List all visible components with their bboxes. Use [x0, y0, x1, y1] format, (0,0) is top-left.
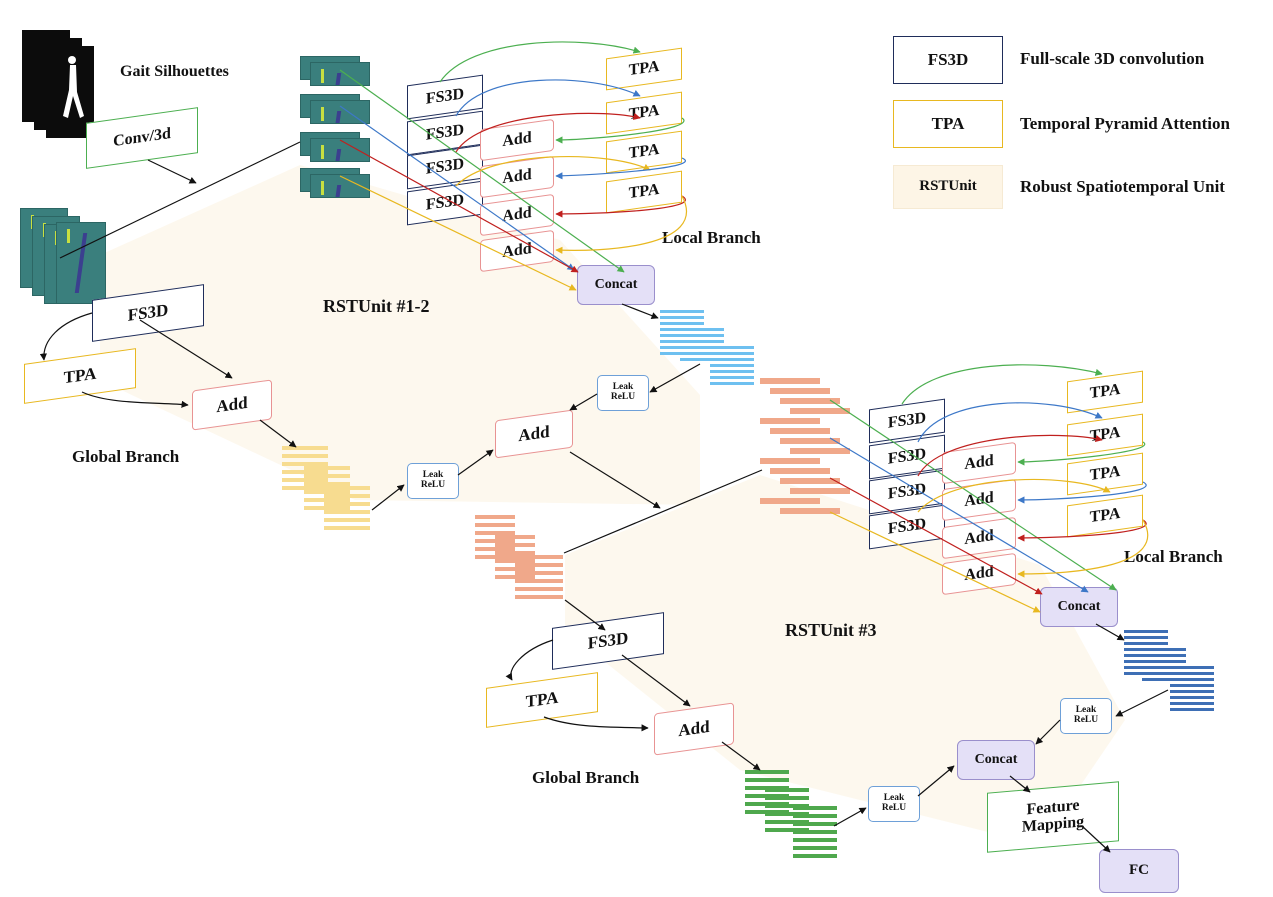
- legend-tpa-box: TPA: [893, 100, 1003, 148]
- tpa-block: TPA: [1067, 452, 1143, 496]
- fs3d-block: FS3D: [92, 284, 204, 342]
- tpa-block: TPA: [1067, 494, 1143, 538]
- fc-block: FC: [1099, 849, 1179, 893]
- global-branch-label: Global Branch: [72, 447, 180, 466]
- add-block: Add: [480, 155, 554, 199]
- tpa-block: TPA: [606, 170, 682, 214]
- concat-block: Concat: [1040, 587, 1118, 627]
- local-output-feature-1: [660, 310, 754, 385]
- tpa-block: TPA: [606, 91, 682, 135]
- leak-line: Leak: [883, 793, 905, 804]
- gait-silhouettes-label: Gait Silhouettes: [120, 63, 229, 80]
- rst3-local-input-feature: [760, 378, 850, 514]
- legend-fs3d-box: FS3D: [893, 36, 1003, 84]
- leak-line: Leak: [612, 382, 634, 393]
- walking-figure-icon: [63, 56, 84, 118]
- input-feature-map: [56, 222, 106, 304]
- concat-block: Concat: [577, 265, 655, 305]
- tpa-block: TPA: [1067, 370, 1143, 414]
- tpa-block: TPA: [24, 348, 136, 404]
- legend-tpa-desc: Temporal Pyramid Attention: [1020, 114, 1230, 133]
- local-branch-label: Local Branch: [662, 228, 761, 247]
- tpa-block: TPA: [1067, 413, 1143, 457]
- local-feature-map: [310, 174, 370, 198]
- add-block: Add: [654, 702, 734, 756]
- add-block: Add: [480, 193, 554, 237]
- add-block: Add: [192, 379, 272, 431]
- leaky-relu-block: Leak ReLU: [1060, 698, 1112, 734]
- local-branch-label: Local Branch: [1124, 547, 1223, 566]
- legend-fs3d-desc: Full-scale 3D convolution: [1020, 49, 1205, 68]
- rstunit-12-label: RSTUnit #1-2: [323, 296, 430, 316]
- add-block: Add: [480, 229, 554, 273]
- leaky-relu-block: Leak ReLU: [597, 375, 649, 411]
- tpa-block: TPA: [606, 47, 682, 91]
- add-block: Add: [942, 441, 1016, 485]
- final-concat-block: Concat: [957, 740, 1035, 780]
- rstunit-3-label: RSTUnit #3: [785, 620, 877, 640]
- add-block: Add: [942, 516, 1016, 560]
- local-feature-map: [310, 138, 370, 162]
- relu-line: ReLU: [610, 392, 636, 402]
- global-output-feature-1: [282, 446, 370, 530]
- relu-line: ReLU: [420, 480, 446, 490]
- add-block: Add: [495, 409, 573, 459]
- feature-mapping-block: Feature Mapping: [987, 781, 1119, 853]
- global-output-feature-3: [745, 770, 837, 858]
- tpa-block: TPA: [486, 672, 598, 728]
- tpa-block: TPA: [606, 130, 682, 174]
- leak-line: Leak: [1075, 705, 1097, 716]
- legend-rst-box: RSTUnit: [893, 165, 1003, 209]
- rst3-input-feature: [475, 515, 563, 599]
- relu-line: ReLU: [1073, 715, 1099, 725]
- local-feature-map: [310, 100, 370, 124]
- relu-line: ReLU: [881, 803, 907, 813]
- global-branch-label: Global Branch: [532, 768, 640, 787]
- leaky-relu-block: Leak ReLU: [407, 463, 459, 499]
- leaky-relu-block: Leak ReLU: [868, 786, 920, 822]
- add-block: Add: [480, 118, 554, 162]
- fs3d-block: FS3D: [552, 612, 664, 670]
- add-block: Add: [942, 552, 1016, 596]
- legend-rst-desc: Robust Spatiotemporal Unit: [1020, 177, 1225, 196]
- feature-mapping-line2: Mapping: [1021, 813, 1085, 836]
- leak-line: Leak: [422, 470, 444, 481]
- local-feature-map: [310, 62, 370, 86]
- local-output-feature-3: [1124, 630, 1214, 711]
- conv3d-block: Conv/3d: [86, 107, 198, 169]
- add-block: Add: [942, 478, 1016, 522]
